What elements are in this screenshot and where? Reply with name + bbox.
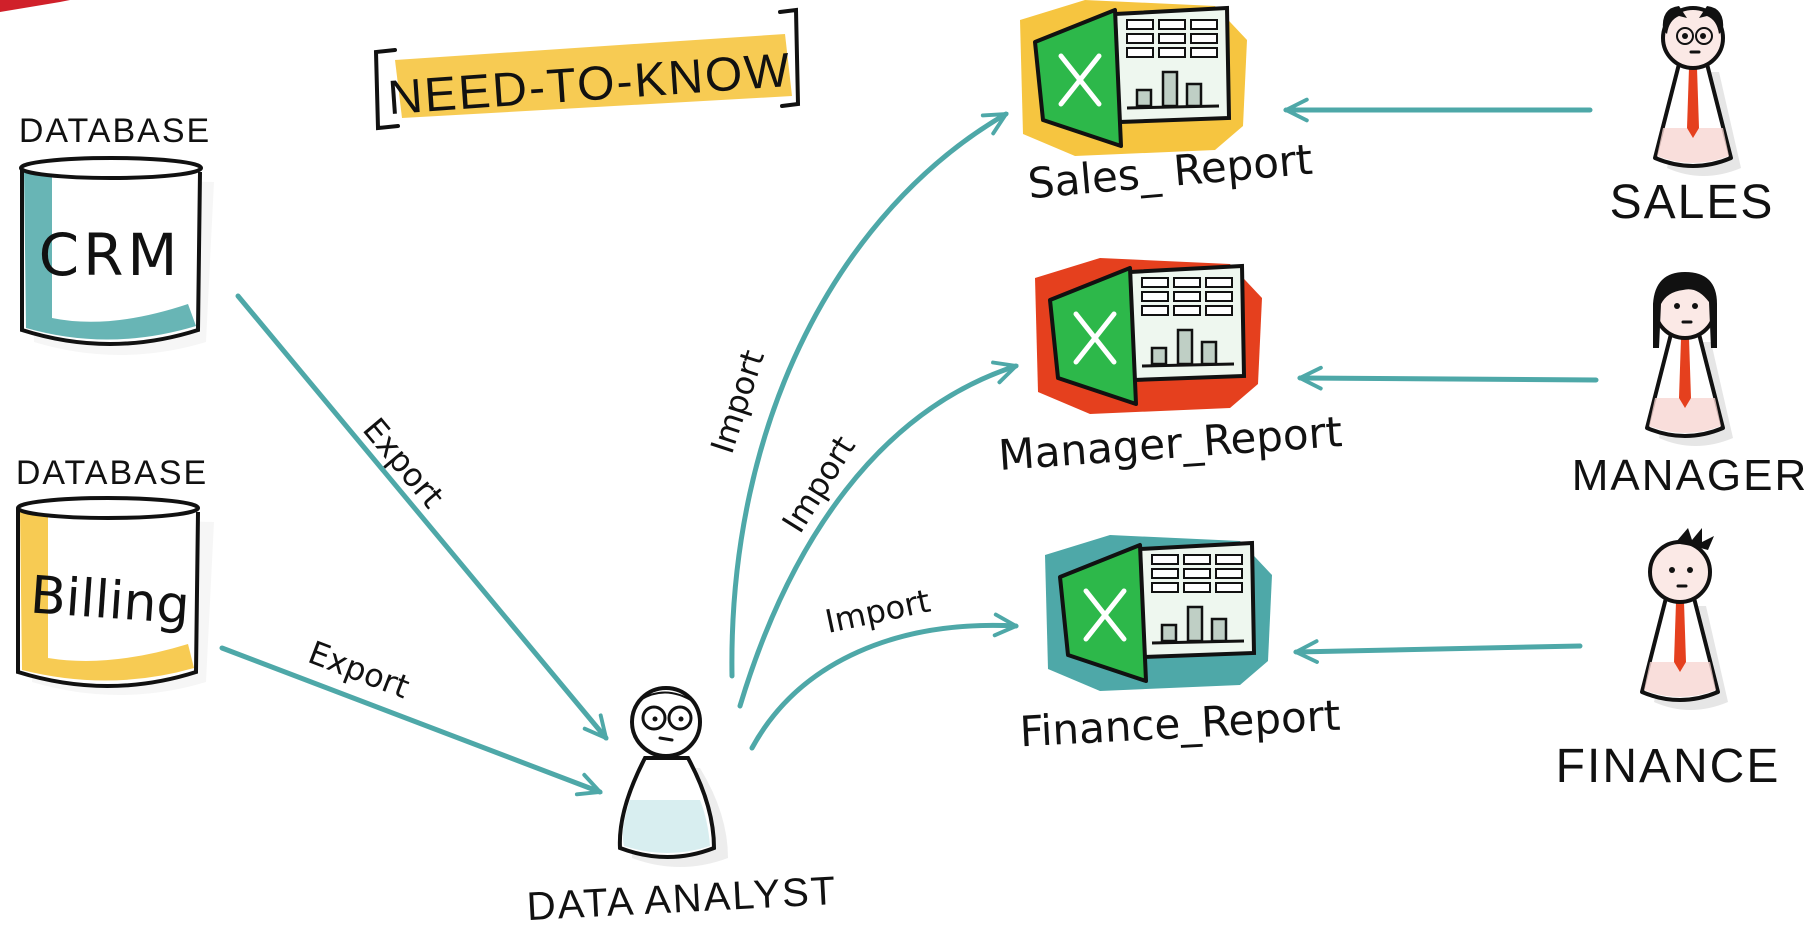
person-eye xyxy=(1687,567,1693,573)
sheet-cell xyxy=(1215,568,1243,579)
sheet-cell xyxy=(1141,291,1169,302)
sheet-cell xyxy=(1126,19,1154,30)
sales-report-icon xyxy=(1020,0,1247,156)
sheet-cell xyxy=(1141,277,1169,288)
sheet-cell xyxy=(1205,291,1233,302)
sheet-bar xyxy=(1200,340,1218,366)
excel-x-stroke xyxy=(1058,53,1102,107)
sheet-bar xyxy=(1150,346,1168,366)
export-label-billing: Export xyxy=(303,633,414,706)
sheet-cell xyxy=(1183,554,1211,565)
sales-person-icon xyxy=(1653,6,1741,176)
sheet-cell xyxy=(1151,568,1179,579)
sheet-baseline xyxy=(1126,104,1220,110)
corner-decoration xyxy=(0,0,70,12)
role-arrows xyxy=(1286,110,1599,652)
sheet-cell xyxy=(1183,568,1211,579)
finance-report-icon xyxy=(1045,535,1272,691)
person-head xyxy=(1648,540,1712,604)
person-eye xyxy=(1674,303,1680,309)
excel-x-stroke xyxy=(1073,311,1117,365)
sheet-cell xyxy=(1141,305,1169,316)
person-hair xyxy=(1662,6,1724,34)
export-label-crm: Export xyxy=(355,411,451,516)
sheet-bar xyxy=(1185,82,1203,108)
person-tie xyxy=(1674,602,1686,672)
person-glasses xyxy=(1695,27,1713,45)
sheet-cell xyxy=(1183,582,1211,593)
sheet-cell xyxy=(1205,305,1233,316)
database-icon xyxy=(16,496,214,695)
manager-person-icon xyxy=(1645,272,1733,446)
manager-role-label: MANAGER xyxy=(1572,451,1804,500)
sheet-cell xyxy=(1173,291,1201,302)
sales-role-label: SALES xyxy=(1610,176,1775,229)
database-icon xyxy=(19,156,214,355)
person-shading xyxy=(1649,398,1721,433)
person-shading xyxy=(1644,662,1716,697)
finance-person-icon xyxy=(1640,528,1728,710)
sheet-cell xyxy=(1173,277,1201,288)
person-tie xyxy=(1687,68,1699,138)
sheet-cell xyxy=(1215,554,1243,565)
sheet-cell xyxy=(1190,47,1218,58)
person-tie xyxy=(1679,338,1691,408)
sheet-bar xyxy=(1210,617,1228,643)
billing-database-name: Billing xyxy=(28,566,191,637)
crm-database-heading: DATABASE xyxy=(19,112,211,150)
sheet-cell xyxy=(1158,19,1186,30)
crm-database: DATABASE CRM xyxy=(19,112,214,355)
person-hair xyxy=(1653,272,1717,348)
person-hair xyxy=(1676,528,1714,550)
sheet-cell xyxy=(1215,582,1243,593)
finance-report-label: Finance_Report xyxy=(1018,691,1341,757)
data-analyst: DATA ANALYST xyxy=(526,686,839,927)
excel-x-stroke xyxy=(1083,588,1127,642)
sheet-cell xyxy=(1190,19,1218,30)
person-glasses xyxy=(1676,27,1694,45)
sheet-cell xyxy=(1126,33,1154,44)
billing-database: DATABASE Billing xyxy=(16,454,214,695)
sheet-cell xyxy=(1126,47,1154,58)
need-to-know-banner: NEED-TO-KNOW xyxy=(373,7,801,131)
manager-report-icon xyxy=(1035,258,1262,414)
person-shading xyxy=(1657,128,1729,163)
sheet-cell xyxy=(1173,305,1201,316)
sheet-cell xyxy=(1151,554,1179,565)
billing-database-heading: DATABASE xyxy=(16,454,208,492)
sheet-bar xyxy=(1186,605,1204,643)
person-eye xyxy=(1669,567,1675,573)
sheet-cell xyxy=(1190,33,1218,44)
sheet-bar xyxy=(1176,328,1194,366)
sheet-bar xyxy=(1135,88,1153,108)
manager-report-label: Manager_Report xyxy=(997,407,1344,480)
sheet-cell xyxy=(1158,33,1186,44)
finance-role-label: FINANCE xyxy=(1556,740,1781,793)
data-analyst-label: DATA ANALYST xyxy=(526,869,839,927)
sheet-cell xyxy=(1158,47,1186,58)
sheet-cell xyxy=(1151,582,1179,593)
sheet-bar xyxy=(1160,623,1178,643)
person-eye xyxy=(1682,33,1688,39)
person-eye xyxy=(1692,303,1698,309)
sheet-bar xyxy=(1161,70,1179,108)
sheet-cell xyxy=(1205,277,1233,288)
crm-database-name: CRM xyxy=(39,221,182,289)
person-eye xyxy=(1700,33,1706,39)
export-arrows: Export Export xyxy=(219,293,606,792)
person-icon xyxy=(617,686,728,867)
sheet-baseline xyxy=(1141,362,1235,368)
import-arrows: Import Import Import xyxy=(703,111,1016,751)
sheet-baseline xyxy=(1151,639,1245,645)
